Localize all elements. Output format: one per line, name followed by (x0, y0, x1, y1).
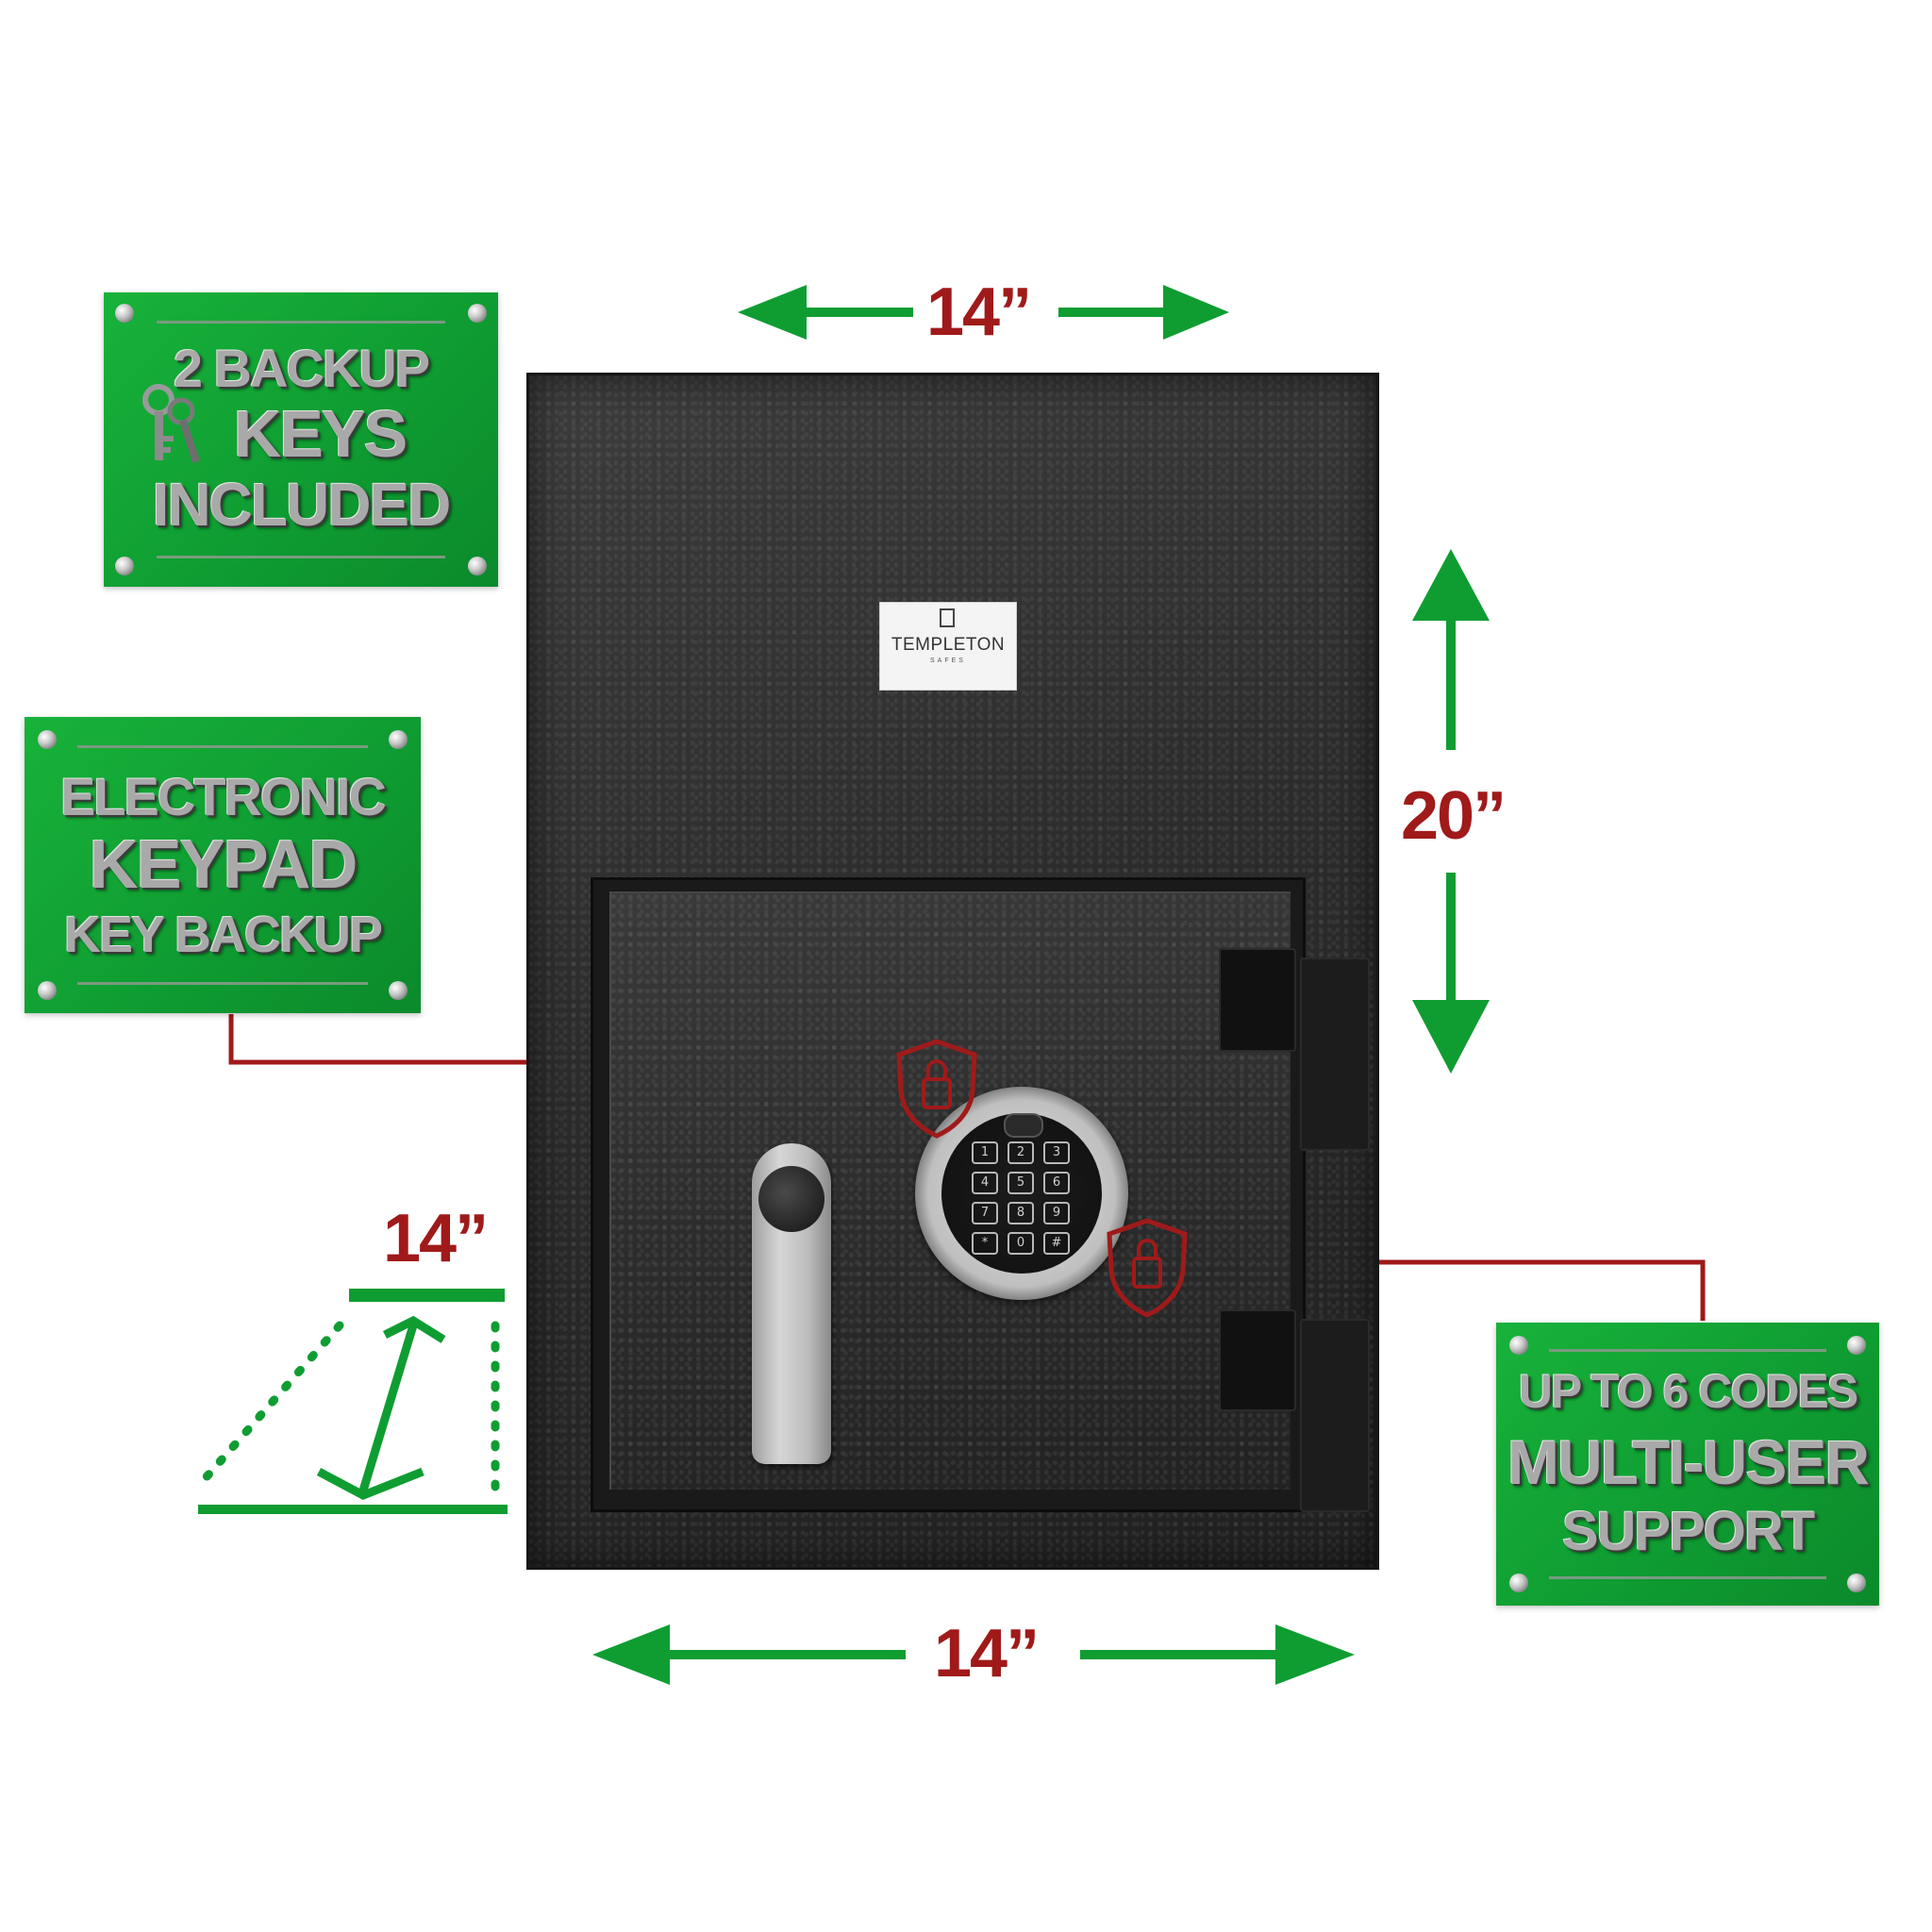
hinge-lower (1219, 1309, 1296, 1411)
keypad-key[interactable]: 0 (1008, 1232, 1034, 1255)
badge-line-1: ELECTRONIC (60, 767, 387, 826)
bottom-width-arrow (592, 1624, 1355, 1685)
divider (77, 982, 368, 985)
hinge-lower-pin (1300, 1319, 1370, 1512)
screw (115, 304, 134, 323)
screw (468, 304, 487, 323)
depth-diagram (198, 1289, 508, 1514)
screw (1847, 1574, 1866, 1592)
badge-line-3: INCLUDED (152, 471, 452, 539)
bottom-width-label: 14” (934, 1616, 1040, 1691)
badge-line-2: KEYS (233, 397, 408, 471)
screw (389, 730, 408, 749)
hinge-upper-pin (1300, 958, 1370, 1151)
keypad-key[interactable]: 2 (1008, 1141, 1034, 1164)
multi-user-codes-badge: UP TO 6 CODES MULTI-USER SUPPORT (1496, 1323, 1879, 1606)
divider (1549, 1349, 1826, 1352)
badge-line-1: UP TO 6 CODES (1518, 1365, 1858, 1418)
brand-logo-icon (940, 608, 955, 627)
badge-line-3: KEY BACKUP (63, 907, 383, 963)
top-width-label: 14” (926, 275, 1032, 350)
keypad-key[interactable]: 7 (972, 1202, 998, 1224)
brand-label: TEMPLETON SAFES (879, 602, 1017, 691)
keypad-key[interactable]: # (1043, 1232, 1070, 1255)
keypad-key[interactable]: 8 (1008, 1202, 1034, 1224)
screw (1509, 1336, 1528, 1355)
screw (1509, 1574, 1528, 1592)
divider (157, 556, 445, 558)
screw (389, 981, 408, 1000)
badge-line-2: MULTI-USER (1507, 1427, 1870, 1497)
screw (468, 557, 487, 575)
electronic-keypad-badge: ELECTRONIC KEYPAD KEY BACKUP (25, 717, 421, 1013)
keypad-key[interactable]: 6 (1043, 1172, 1070, 1194)
badge-line-1: 2 BACKUP (173, 339, 430, 398)
height-arrow (1412, 549, 1490, 1074)
keypad-key[interactable]: 9 (1043, 1202, 1070, 1224)
brand-subtitle: SAFES (930, 658, 966, 664)
badge-line-3: SUPPORT (1561, 1501, 1815, 1562)
handle-pivot (758, 1166, 824, 1232)
brand-name: TEMPLETON (891, 635, 1006, 655)
badge-line-2: KEYPAD (89, 827, 358, 903)
screw (38, 981, 57, 1000)
depth-label: 14” (383, 1201, 489, 1276)
divider (157, 321, 445, 324)
backup-keys-badge: 2 BACKUP KEYS INCLUDED (104, 292, 498, 587)
hinge-upper (1219, 948, 1296, 1052)
keypad-key[interactable]: 1 (972, 1141, 998, 1164)
shield-lock-icon (896, 1039, 977, 1139)
keypad-lock-indicator (1004, 1113, 1043, 1138)
screw (115, 557, 134, 575)
height-label: 20” (1401, 778, 1507, 854)
keypad-key[interactable]: 4 (972, 1172, 998, 1194)
divider (1549, 1576, 1826, 1579)
keypad-key[interactable]: 3 (1043, 1141, 1070, 1164)
shield-lock-icon (1107, 1218, 1188, 1318)
divider (77, 745, 368, 748)
screw (1847, 1336, 1866, 1355)
key-icon (142, 384, 201, 463)
keypad-key[interactable]: * (972, 1232, 998, 1255)
top-width-arrow (738, 285, 1229, 340)
screw (38, 730, 57, 749)
keypad-key[interactable]: 5 (1008, 1172, 1034, 1194)
